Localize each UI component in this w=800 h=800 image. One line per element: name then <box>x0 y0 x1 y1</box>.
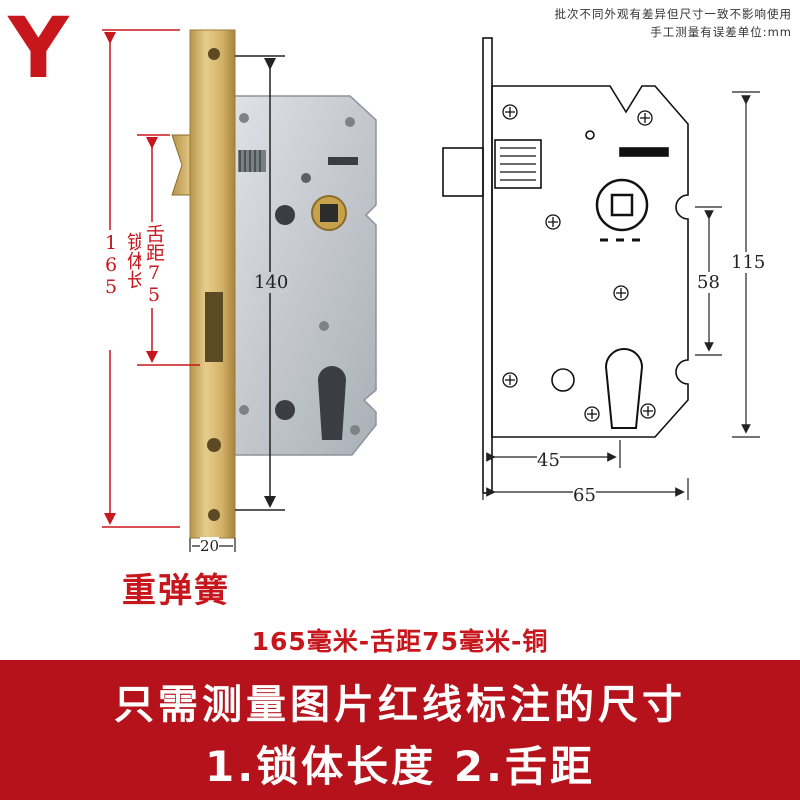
label-height-115: 115 <box>731 252 766 273</box>
label-width-45: 45 <box>537 450 560 471</box>
note-measurement-unit: 手工测量有误差单位:mm <box>650 25 792 39</box>
label-tongue-distance: 舌距75 <box>141 222 168 308</box>
label-faceplate-20: 20 <box>200 537 220 555</box>
label-height-140: 140 <box>252 272 291 293</box>
drawing-screws <box>502 104 656 422</box>
faceplate-photo <box>189 29 236 539</box>
label-width-65: 65 <box>573 485 596 506</box>
banner-instruction: 只需测量图片红线标注的尺寸 <box>114 682 686 728</box>
lock-technical-drawing <box>442 37 689 494</box>
instruction-banner <box>0 660 800 800</box>
label-spacing-58: 58 <box>697 272 720 293</box>
note-batch-variation: 批次不同外观有差异但尺寸一致不影响使用 <box>554 7 792 21</box>
lock-illustration <box>102 29 760 552</box>
banner-measure-items: 1.锁体长度 2.舌距 <box>205 742 595 791</box>
product-title: 重弹簧 <box>122 571 230 611</box>
label-body-length: 锁体长165 <box>100 230 149 350</box>
brand-logo: Y <box>8 0 69 97</box>
product-spec: 165毫米-舌距75毫米-铜 <box>251 627 549 656</box>
